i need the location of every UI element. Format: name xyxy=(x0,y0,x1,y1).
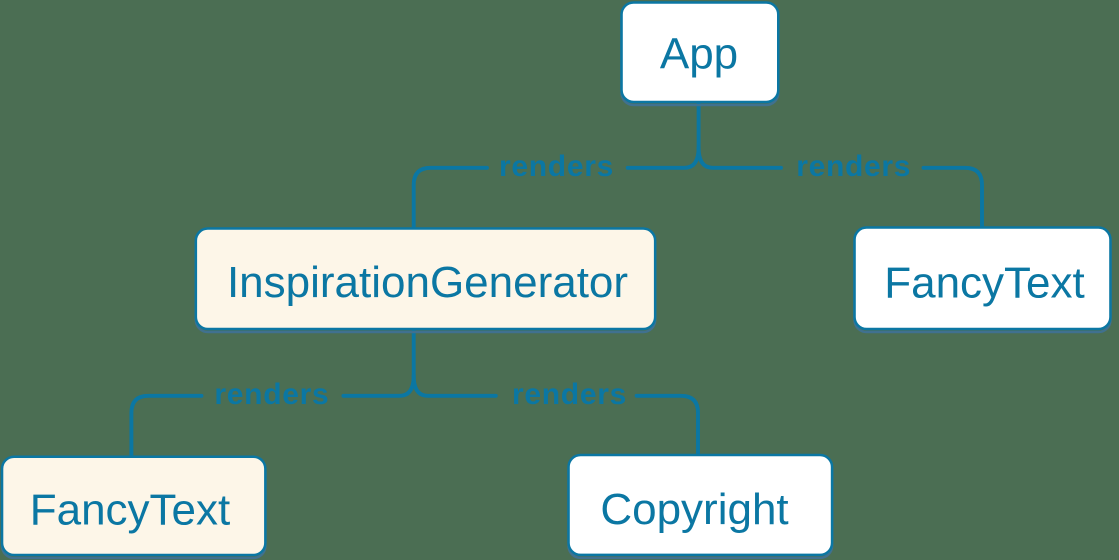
svg-text:FancyText: FancyText xyxy=(30,486,231,535)
svg-text:App: App xyxy=(660,30,738,79)
svg-text:InspirationGenerator: InspirationGenerator xyxy=(227,258,628,307)
svg-text:renders: renders xyxy=(499,150,614,183)
svg-text:Copyright: Copyright xyxy=(600,485,788,534)
svg-text:renders: renders xyxy=(214,378,329,411)
svg-text:renders: renders xyxy=(512,378,627,411)
svg-text:renders: renders xyxy=(796,150,911,183)
svg-text:FancyText: FancyText xyxy=(884,259,1085,308)
